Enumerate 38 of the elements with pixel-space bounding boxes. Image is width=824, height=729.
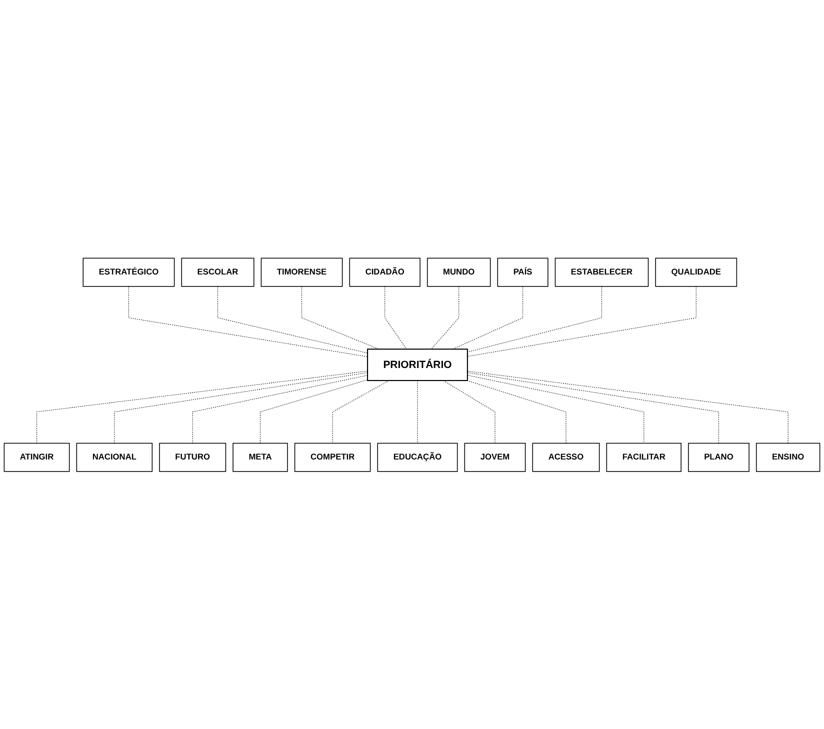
node-box: FUTURO bbox=[159, 442, 226, 472]
connector bbox=[443, 380, 496, 444]
node-box: ENSINO bbox=[756, 442, 820, 472]
node-box: COMPETIR bbox=[294, 442, 371, 472]
connector bbox=[218, 286, 368, 353]
connector bbox=[467, 286, 696, 356]
node-box: FACILITAR bbox=[606, 442, 682, 472]
connector bbox=[384, 286, 407, 350]
node-box: ESTABELECER bbox=[554, 257, 649, 286]
connector bbox=[114, 372, 368, 444]
node-box: ESTRATÉGICO bbox=[82, 257, 175, 286]
connector bbox=[467, 372, 719, 444]
node-box: ACESSO bbox=[532, 442, 600, 472]
node-box: PRIORITÁRIO bbox=[367, 348, 468, 381]
connector bbox=[467, 374, 644, 444]
node-box: EDUCAÇÃO bbox=[377, 442, 458, 472]
node-box: META bbox=[232, 442, 288, 472]
node-box: NACIONAL bbox=[76, 442, 153, 472]
node-box: PLANO bbox=[688, 442, 750, 472]
node-box: MUNDO bbox=[426, 257, 491, 286]
connector bbox=[466, 380, 566, 444]
node-box: TIMORENSE bbox=[260, 257, 343, 286]
connector bbox=[417, 380, 418, 444]
node-box: ATINGIR bbox=[4, 442, 70, 472]
connector bbox=[302, 286, 380, 350]
connector bbox=[260, 379, 368, 444]
node-box: CIDADÃO bbox=[349, 257, 420, 286]
connector bbox=[36, 370, 368, 444]
node-box: ESCOLAR bbox=[181, 257, 254, 286]
node-box: JOVEM bbox=[464, 442, 526, 472]
connector bbox=[128, 286, 368, 357]
connector bbox=[431, 286, 460, 350]
node-box: QUALIDADE bbox=[655, 257, 738, 286]
connector bbox=[467, 286, 602, 352]
connector bbox=[192, 374, 368, 444]
connector bbox=[332, 380, 390, 444]
connector bbox=[467, 370, 788, 444]
node-box: PAÍS bbox=[497, 257, 548, 286]
